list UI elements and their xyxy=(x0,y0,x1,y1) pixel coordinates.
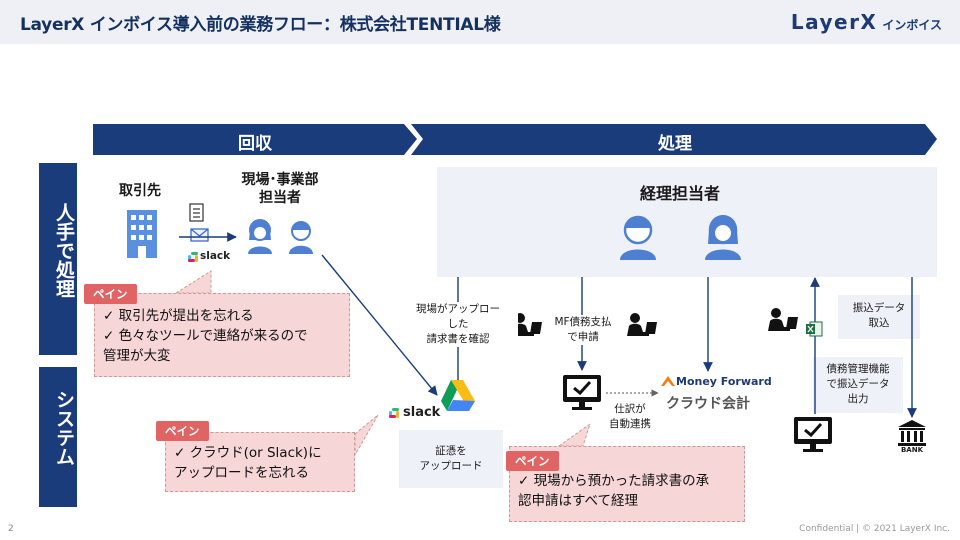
pain-3-line2: 認申請はすべて経理 xyxy=(518,493,639,509)
lane-human-bar xyxy=(39,163,77,355)
step-upload-line2: アップロード xyxy=(419,460,483,472)
lane-system-bar xyxy=(39,367,77,507)
step-upload-line1: 証憑を xyxy=(435,445,467,457)
moneyforward-icon xyxy=(661,376,675,386)
step-auto-journal-line2: 自動連携 xyxy=(609,418,651,430)
step-auto-journal-line1: 仕訳が xyxy=(614,403,646,415)
pain-tag-1: ペイン xyxy=(84,284,137,304)
step-transfer-import-label: 振込データ 取込 xyxy=(838,301,920,331)
step-auto-journal-label: 仕訳が 自動連携 xyxy=(595,402,665,432)
pain-pointer xyxy=(174,270,212,294)
step-confirm-line2: した xyxy=(447,318,469,330)
monitor-check-icon xyxy=(794,417,832,452)
pain-pointer xyxy=(557,422,591,447)
phase-collect-arrow xyxy=(93,124,417,155)
pain-tag-2: ペイン xyxy=(156,421,209,441)
step-mf-apply-line2: で申請 xyxy=(567,331,599,343)
step-mf-apply-line1: MF債務支払 xyxy=(554,316,612,328)
actor-accounting-label: 経理担当者 xyxy=(639,184,720,203)
step-confirm-label: 現場がアップロー した 請求書を確認 xyxy=(398,302,518,347)
pain-1-line2: ✓ 色々なツールで連絡が来るので xyxy=(103,328,308,344)
document-icon xyxy=(189,203,204,222)
pain-3-line1: ✓ 現場から預かった請求書の承 xyxy=(518,473,710,489)
step-transfer-output-label: 債務管理機能 で振込データ 出力 xyxy=(813,362,903,407)
transfer-import-panel xyxy=(838,295,920,339)
slack-icon xyxy=(389,408,399,418)
step-confirm-line1: 現場がアップロー xyxy=(416,303,500,315)
actor-field-line1: 現場･事業部 xyxy=(241,172,319,188)
accounting-panel xyxy=(437,167,937,277)
logo-sub-text: インボイス xyxy=(882,18,942,32)
phase-collect-label: 回収 xyxy=(238,134,272,154)
male-accountant-icon xyxy=(620,215,656,260)
step-confirm-line3: 請求書を確認 xyxy=(426,333,490,345)
bank-text: BANK xyxy=(900,446,924,454)
pain-box-1: ✓ 取引先が提出を忘れる ✓ 色々なツールで連絡が来るので 管理が大変 xyxy=(94,293,350,377)
upload-panel xyxy=(399,430,503,488)
pain-box-2: ✓ クラウド(or Slack)に アップロードを忘れる xyxy=(165,432,355,492)
pain-1-line1: ✓ 取引先が提出を忘れる xyxy=(103,308,254,324)
transfer-output-panel xyxy=(813,357,903,413)
envelope-icon xyxy=(190,228,209,242)
monitor-check-icon xyxy=(563,375,601,410)
step-transfer-import-line1: 振込データ xyxy=(852,302,906,314)
pain-1-line3: 管理が大変 xyxy=(103,348,171,364)
phase-process-arrow xyxy=(411,124,937,155)
lane-human-label: 人手で処理 xyxy=(53,203,75,298)
excel-icon xyxy=(806,321,823,337)
confidential-notice: Confidential | © 2021 LayerX Inc. xyxy=(799,524,950,534)
pain-tag-3: ペイン xyxy=(506,451,559,471)
slack-text-small: slack xyxy=(200,250,231,262)
step-upload-evidence-label: 証憑を アップロード xyxy=(399,444,503,474)
layerx-logo: LayerX インボイス xyxy=(791,10,942,34)
slack-icon-small xyxy=(188,252,198,262)
bank-icon xyxy=(898,420,926,446)
phase-process-label: 処理 xyxy=(658,134,692,154)
step-transfer-output-line2: で振込データ xyxy=(826,378,890,390)
moneyforward-app-text: クラウド会計 xyxy=(666,396,750,412)
page-number: 2 xyxy=(8,524,14,534)
building-icon xyxy=(127,210,157,258)
header-band xyxy=(0,0,960,44)
female-accountant-icon xyxy=(705,215,741,260)
step-transfer-output-line1: 債務管理機能 xyxy=(826,363,890,375)
moneyforward-logo-text: Money Forward xyxy=(676,375,772,388)
page-title: LayerX インボイス導入前の業務フロー：株式会社TENTIAL様 xyxy=(20,15,501,35)
step-mf-apply-label: MF債務支払 で申請 xyxy=(545,315,621,345)
actor-field-label: 現場･事業部 担当者 xyxy=(225,171,335,207)
actor-field-line2: 担当者 xyxy=(259,190,301,206)
google-drive-icon xyxy=(441,380,475,411)
lane-system-label: システム xyxy=(53,390,75,466)
step-transfer-import-line2: 取込 xyxy=(868,317,890,329)
laptop-worker-icon xyxy=(768,308,798,331)
pain-2-line1: ✓ クラウド(or Slack)に xyxy=(174,445,322,461)
female-person-icon xyxy=(248,219,272,254)
male-person-icon xyxy=(289,221,313,254)
pain-2-line2: アップロードを忘れる xyxy=(174,465,309,481)
laptop-worker-icon xyxy=(627,313,657,336)
step-transfer-output-line3: 出力 xyxy=(847,393,869,405)
logo-main-text: LayerX xyxy=(790,10,878,34)
pain-pointer xyxy=(354,414,379,457)
actor-supplier-label: 取引先 xyxy=(119,183,161,199)
slack-text: slack xyxy=(403,405,441,420)
